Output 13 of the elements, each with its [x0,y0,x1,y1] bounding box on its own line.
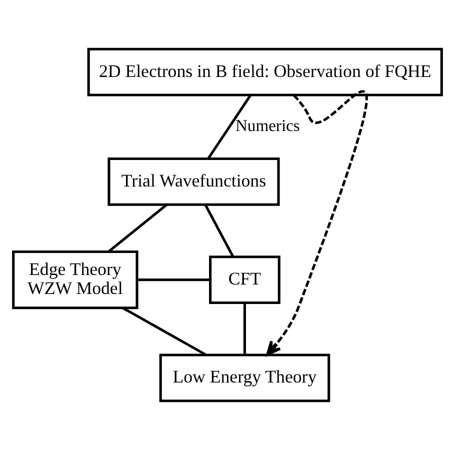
node-box: Trial Wavefunctions [108,157,280,206]
node-box: 2D Electrons in B field: Observation of FQHE [87,48,443,96]
node-box: CFT [209,256,280,304]
arrow [266,90,368,356]
connector [204,204,234,258]
node-box: Low Energy Theory [159,354,330,402]
node-box: Edge Theory WZW Model [12,250,138,310]
edge-label: Numerics [235,116,300,136]
connector [137,278,210,282]
connector [122,306,207,356]
connector [207,94,252,160]
connector [108,204,168,252]
connector [243,302,246,355]
